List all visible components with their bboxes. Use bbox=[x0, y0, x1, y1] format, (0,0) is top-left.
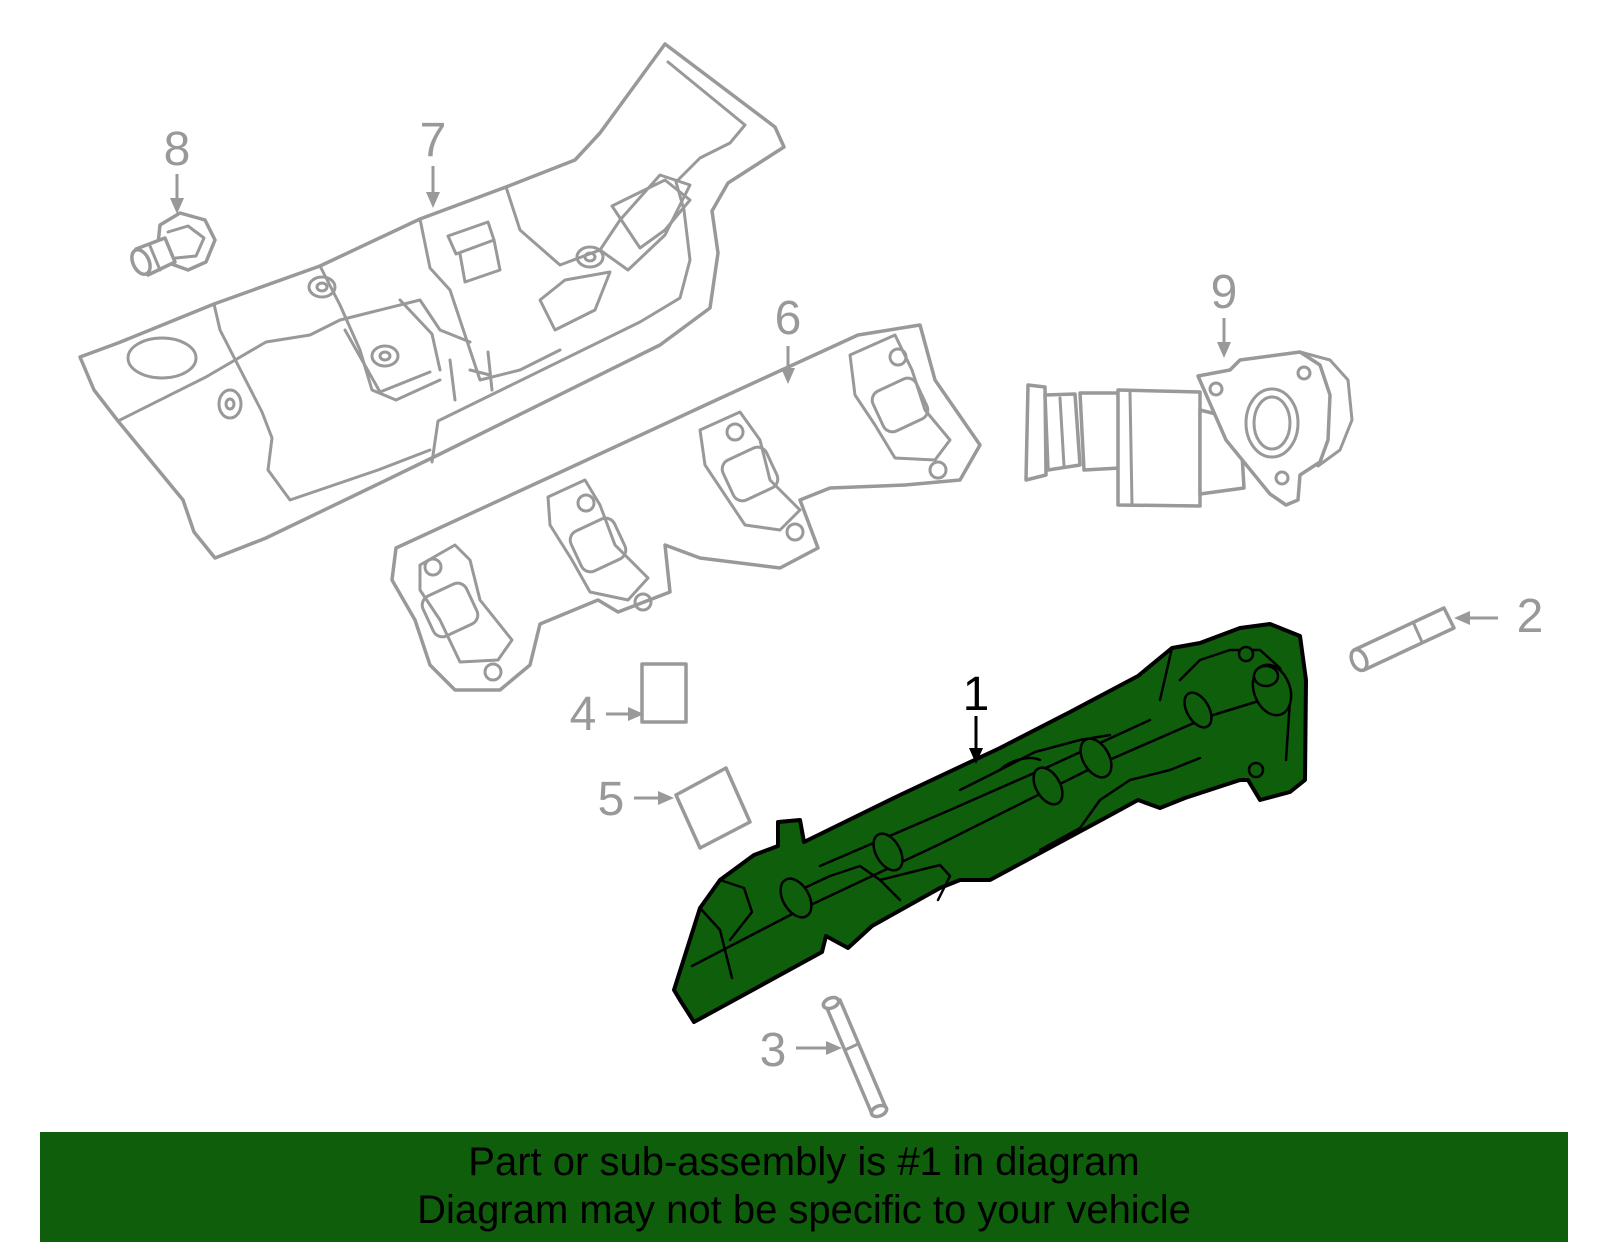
leader-arrow-3 bbox=[796, 1041, 842, 1055]
part-5-gasket[interactable] bbox=[674, 766, 752, 850]
callout-8: 8 bbox=[164, 123, 191, 176]
part-6-gasket[interactable] bbox=[390, 323, 982, 692]
leader-arrow-2 bbox=[1454, 611, 1498, 625]
leader-arrow-5 bbox=[634, 791, 674, 805]
part-9-adapter[interactable] bbox=[1024, 350, 1354, 508]
info-banner: Part or sub-assembly is #1 in diagram Di… bbox=[40, 1132, 1568, 1242]
callout-1: 1 bbox=[963, 668, 990, 721]
callout-4: 4 bbox=[570, 688, 597, 741]
part-4-gasket[interactable] bbox=[640, 662, 688, 724]
part-7-heat-shield[interactable] bbox=[78, 42, 786, 560]
callout-3: 3 bbox=[760, 1024, 787, 1077]
banner-line-2: Diagram may not be specific to your vehi… bbox=[417, 1188, 1191, 1232]
banner-line-1: Part or sub-assembly is #1 in diagram bbox=[468, 1140, 1140, 1184]
callout-9: 9 bbox=[1211, 266, 1238, 319]
parts-diagram: 1 2 3 4 5 6 7 8 9 bbox=[78, 42, 1544, 1119]
leader-arrow-1 bbox=[969, 716, 983, 764]
callout-7: 7 bbox=[420, 114, 447, 167]
leader-arrow-8 bbox=[170, 174, 184, 214]
leader-arrow-4 bbox=[606, 707, 644, 721]
leader-arrow-9 bbox=[1217, 318, 1231, 358]
leader-arrow-6 bbox=[781, 346, 795, 384]
part-3-stud[interactable] bbox=[821, 995, 889, 1119]
leader-arrow-7 bbox=[426, 166, 440, 208]
part-2-pin[interactable] bbox=[1348, 606, 1456, 673]
callout-5: 5 bbox=[598, 773, 625, 826]
part-8-bolt[interactable] bbox=[128, 211, 217, 277]
part-1-exhaust-manifold[interactable] bbox=[672, 622, 1308, 1024]
callout-6: 6 bbox=[775, 292, 802, 345]
callout-2: 2 bbox=[1517, 590, 1544, 643]
